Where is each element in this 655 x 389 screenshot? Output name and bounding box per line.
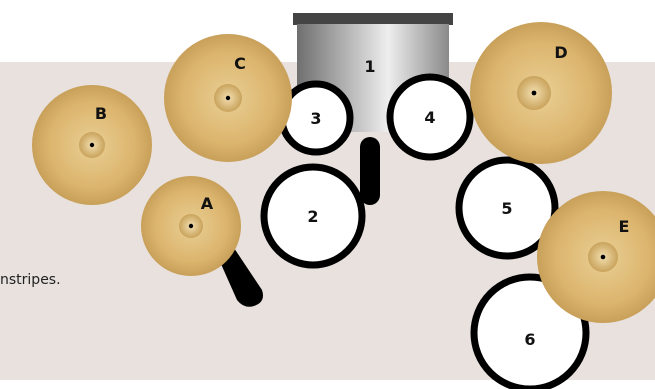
drum-label-4: 4	[424, 108, 435, 127]
drum-label-3: 3	[310, 109, 321, 128]
drum-label-2: 2	[307, 207, 318, 226]
cymbal-label-c: C	[234, 54, 246, 73]
drum-label-1: 1	[364, 57, 375, 76]
cymbal-d: D	[470, 22, 612, 164]
cymbal-label-b: B	[95, 104, 107, 123]
cymbal-label-e: E	[619, 217, 630, 236]
tom-4: 4	[386, 73, 474, 161]
hihat-pedal	[217, 245, 263, 307]
floor-tom-5: 5	[455, 156, 559, 260]
drum-label-6: 6	[524, 330, 535, 349]
drum-label-5: 5	[501, 199, 512, 218]
snare-drum-2: 2	[260, 163, 366, 269]
cymbal-label-a: A	[201, 194, 214, 213]
cymbal-c: C	[164, 34, 292, 162]
kick-pedal	[360, 137, 380, 205]
tom-3: 3	[278, 80, 354, 156]
cymbal-b: B	[32, 85, 152, 205]
cymbal-label-d: D	[554, 43, 567, 62]
cymbal-a: A	[141, 176, 241, 276]
cymbal-e: E	[537, 191, 655, 323]
caption-text: nstripes.	[0, 272, 61, 288]
